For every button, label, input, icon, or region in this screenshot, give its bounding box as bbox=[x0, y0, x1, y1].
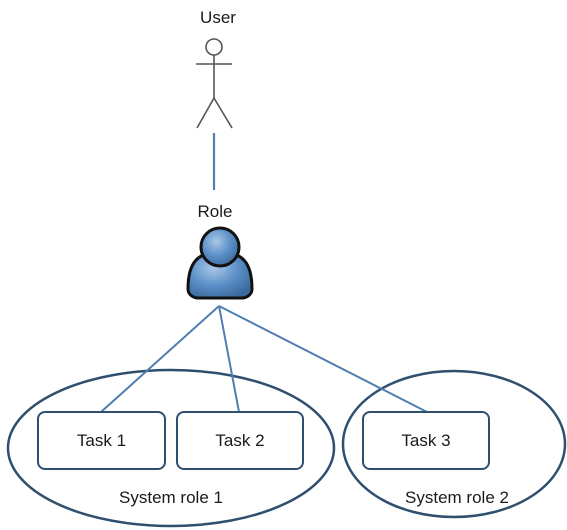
role-label: Role bbox=[197, 202, 233, 221]
system-role-2-ellipse bbox=[341, 369, 567, 519]
user-label: User bbox=[200, 8, 236, 27]
task-3-box: Task 3 bbox=[362, 411, 490, 470]
connector-task-2 bbox=[218, 305, 240, 413]
connector-task-3 bbox=[218, 305, 428, 413]
stick-figure-icon bbox=[196, 38, 233, 129]
task-1-box: Task 1 bbox=[37, 411, 166, 470]
person-silhouette-icon bbox=[186, 226, 254, 300]
system-role-1-ellipse bbox=[6, 368, 336, 528]
connector-task-1 bbox=[100, 305, 220, 413]
role-task-connectors bbox=[100, 305, 428, 413]
system-role-1-label: System role 1 bbox=[119, 488, 223, 507]
system-role-2-label: System role 2 bbox=[405, 488, 509, 507]
task-2-box: Task 2 bbox=[176, 411, 304, 470]
